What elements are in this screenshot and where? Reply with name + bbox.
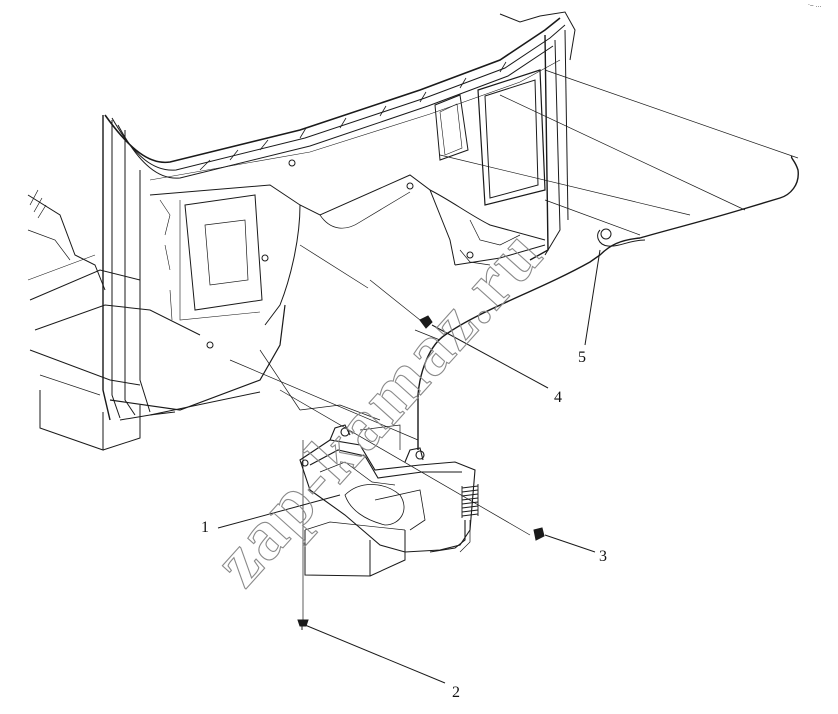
callout-labels: 1 2 3 4 5 [201, 349, 607, 701]
callout-3: 3 [599, 548, 607, 565]
callout-2: 2 [452, 684, 460, 701]
clip-fastener [533, 527, 545, 541]
reservoir-fastener [297, 619, 309, 630]
leader-lines [217, 249, 601, 684]
washer-reservoir [299, 424, 479, 553]
callout-1: 1 [201, 519, 209, 536]
hose-clip [419, 315, 433, 329]
washer-hose [417, 155, 799, 450]
callout-4: 4 [554, 389, 562, 406]
corner-mark: ·‒ ․․․ [808, 2, 822, 9]
cab-body-frame [27, 11, 576, 577]
projection-lines [229, 69, 799, 620]
callout-5: 5 [578, 349, 586, 366]
